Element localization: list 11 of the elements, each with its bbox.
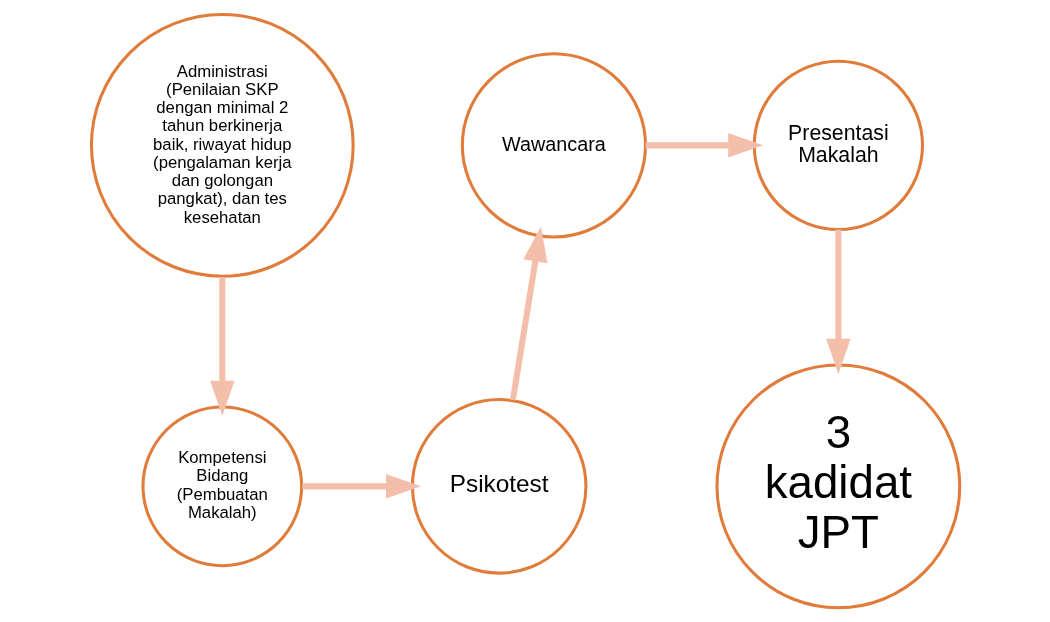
node-circle: Psikotest: [410, 398, 587, 575]
node-circle: Presentasi Makalah: [752, 59, 924, 231]
arrow: [509, 226, 547, 401]
arrow: [825, 229, 851, 374]
node-circle: Wawancara: [460, 52, 647, 239]
node-circle: Administrasi (Penilaian SKP dengan minimal 2 tahun berkinerja baik, riwayat hidup (pengalaman kerja dan golongan pangkat), dan tes kesehatan: [89, 12, 355, 278]
arrow: [301, 474, 421, 499]
node-circle: Kompetensi Bidang (Pembuatan Makalah): [140, 405, 303, 568]
node-circle: 3 kadidat JPT: [714, 363, 961, 610]
arrow: [645, 133, 763, 158]
arrow: [209, 277, 235, 416]
